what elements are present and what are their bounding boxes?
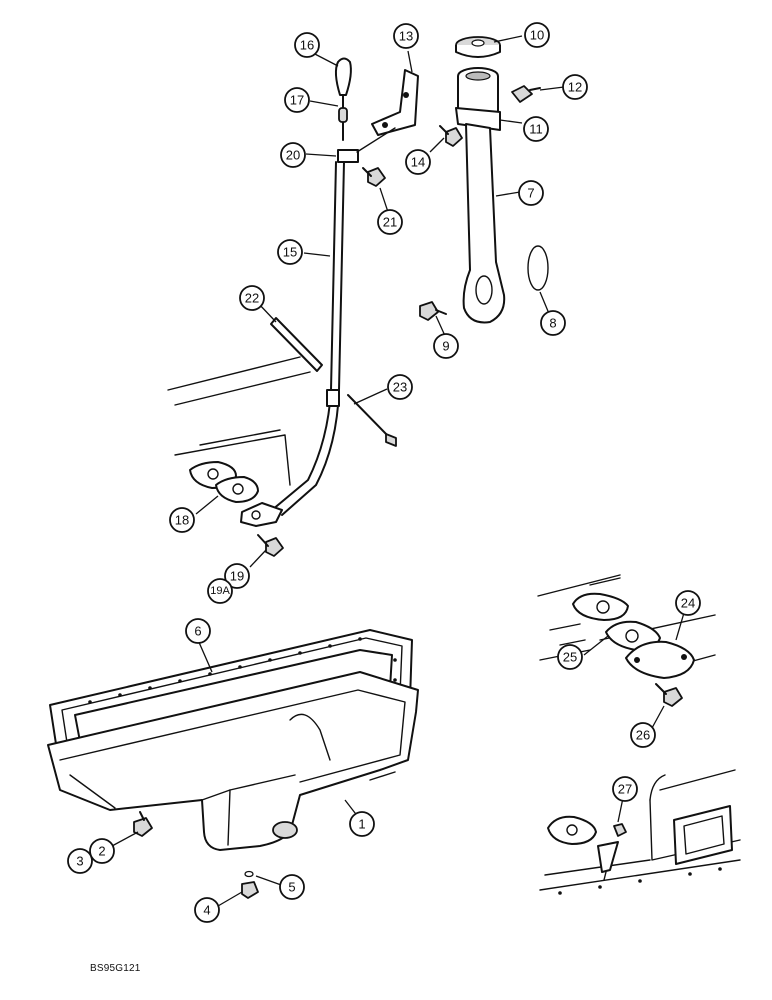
oil-pan — [47, 671, 419, 899]
svg-text:24: 24 — [681, 596, 695, 611]
dipstick-seal — [338, 107, 348, 123]
oil-fill-tube — [462, 123, 506, 324]
callout-16: 16 — [294, 32, 320, 58]
svg-text:22: 22 — [245, 291, 259, 306]
drain-boss — [272, 821, 298, 839]
washer — [244, 870, 254, 878]
block-port — [673, 805, 733, 865]
svg-text:7: 7 — [527, 186, 534, 201]
callout-27: 27 — [612, 776, 638, 802]
callout-8: 8 — [540, 310, 566, 336]
bolt-23-head — [385, 433, 397, 447]
svg-text:17: 17 — [290, 93, 304, 108]
svg-text:5: 5 — [288, 880, 295, 895]
svg-text:8: 8 — [549, 316, 556, 331]
callout-19: 19 — [224, 563, 250, 589]
callout-2: 2 — [89, 838, 115, 864]
dipstick-assembly — [189, 57, 419, 557]
callout-22: 22 — [239, 285, 265, 311]
tube-clip — [337, 149, 359, 163]
callout-12: 12 — [562, 74, 588, 100]
callout-25: 25 — [557, 644, 583, 670]
svg-text:4: 4 — [203, 903, 210, 918]
callout-19a: 19A — [207, 578, 233, 604]
svg-text:19: 19 — [230, 569, 244, 584]
svg-text:21: 21 — [383, 215, 397, 230]
fitting-body — [597, 841, 619, 873]
callout-11: 11 — [523, 116, 549, 142]
callout-21: 21 — [377, 209, 403, 235]
callout-14: 14 — [405, 149, 431, 175]
dipstick-handle — [334, 57, 352, 96]
callout-3: 3 — [67, 848, 93, 874]
inset-gasket-detail — [537, 574, 716, 707]
callout-18: 18 — [169, 507, 195, 533]
tube-flange — [240, 502, 283, 527]
callout-7: 7 — [518, 180, 544, 206]
callout-9: 9 — [433, 333, 459, 359]
callout-13: 13 — [393, 23, 419, 49]
svg-text:19A: 19A — [210, 585, 230, 597]
svg-text:3: 3 — [76, 854, 83, 869]
tube-mount-tab — [326, 389, 340, 407]
bolt-19 — [265, 537, 284, 557]
callout-20: 20 — [280, 142, 306, 168]
fitting-12 — [511, 85, 533, 103]
svg-text:9: 9 — [442, 339, 449, 354]
svg-text:10: 10 — [530, 28, 544, 43]
svg-text:18: 18 — [175, 513, 189, 528]
figure-code: BS95G121 — [90, 963, 141, 974]
oil-fill-assembly — [419, 36, 549, 324]
nut-27 — [613, 823, 627, 837]
svg-text:13: 13 — [399, 29, 413, 44]
callout-10: 10 — [524, 22, 550, 48]
tube-bracket — [371, 69, 419, 136]
svg-text:15: 15 — [283, 245, 297, 260]
svg-text:27: 27 — [618, 782, 632, 797]
bolt-21 — [367, 167, 386, 187]
callout-5: 5 — [279, 874, 305, 900]
callout-23: 23 — [387, 374, 413, 400]
svg-text:23: 23 — [393, 380, 407, 395]
svg-text:14: 14 — [411, 155, 425, 170]
svg-text:2: 2 — [98, 844, 105, 859]
callout-26: 26 — [630, 722, 656, 748]
cover-24 — [625, 640, 695, 679]
callout-4: 4 — [194, 897, 220, 923]
bolt-14 — [445, 127, 463, 147]
callout-17: 17 — [284, 87, 310, 113]
svg-text:6: 6 — [194, 624, 201, 639]
svg-text:25: 25 — [563, 650, 577, 665]
engine-block-outline-upper — [167, 356, 311, 486]
inset-block-detail — [539, 769, 741, 895]
svg-text:12: 12 — [568, 80, 582, 95]
callout-6: 6 — [185, 618, 211, 644]
sleeve — [270, 317, 323, 372]
drain-plug — [241, 881, 259, 899]
svg-text:11: 11 — [529, 122, 543, 137]
callout-1: 1 — [349, 811, 375, 837]
bolt-9 — [419, 301, 439, 321]
svg-text:20: 20 — [286, 148, 300, 163]
callout-15: 15 — [277, 239, 303, 265]
bolt-26 — [663, 687, 683, 707]
callout-24: 24 — [675, 590, 701, 616]
o-ring — [527, 245, 549, 291]
svg-text:16: 16 — [300, 38, 314, 53]
svg-text:26: 26 — [636, 728, 650, 743]
svg-text:1: 1 — [358, 817, 365, 832]
